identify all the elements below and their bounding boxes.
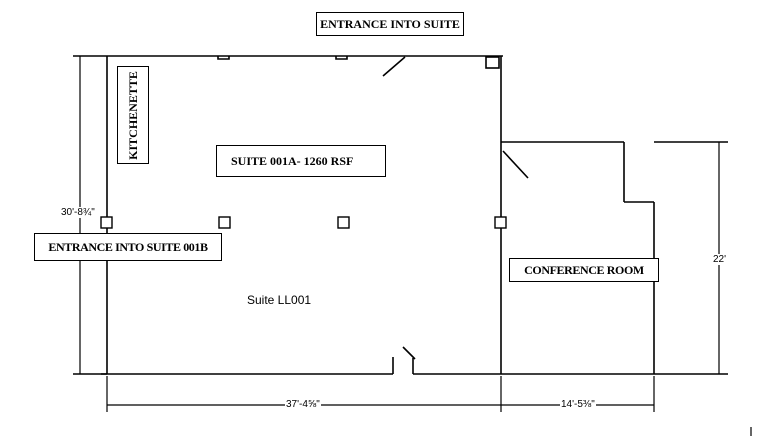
dim-right-height: 22' [712,254,728,265]
entrance-door [382,56,406,77]
columns [100,216,507,229]
label-entrance-into-suite: ENTRANCE INTO SUITE [316,12,464,36]
column [494,216,507,229]
label-conference-room: CONFERENCE ROOM [509,258,659,282]
conference-door [502,150,529,179]
dim-bottom-right-width: 14'-5⅜" [560,399,596,410]
bottom-door [402,346,416,360]
column [218,216,231,229]
walls [73,55,728,375]
label-kitchenette: KITCHENETTE [117,66,149,164]
label-suite-001a: SUITE 001A- 1260 RSF [216,145,386,177]
column [337,216,350,229]
dim-left-height: 30'-8¾" [60,207,96,218]
label-entrance-001b: ENTRANCE INTO SUITE 001B [34,233,222,261]
dim-bottom-left-width: 37'-4⅝" [285,399,321,410]
kitchenette-text: KITCHENETTE [125,70,140,160]
column [100,216,113,229]
label-suite-ll001: Suite LL001 [247,293,312,307]
